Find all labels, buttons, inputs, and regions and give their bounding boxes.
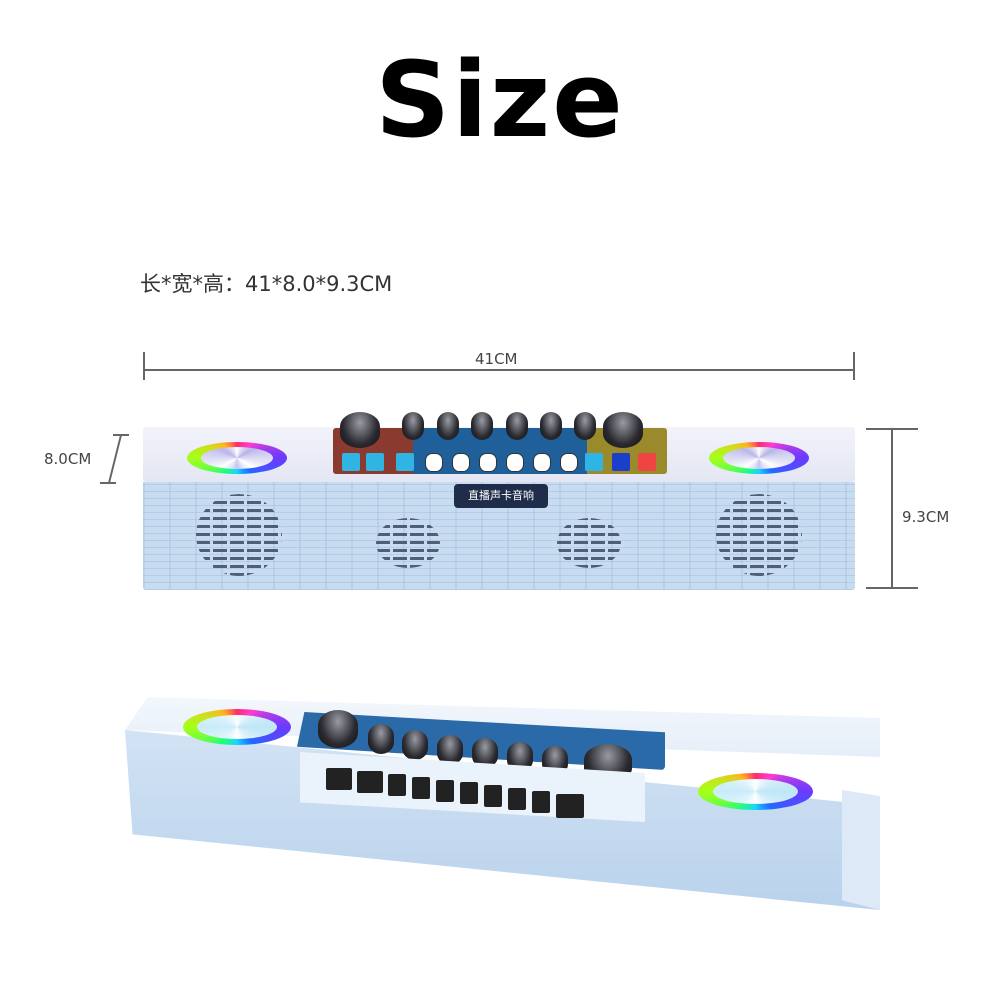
- effect-button[interactable]: [533, 453, 551, 472]
- effect-button[interactable]: [425, 453, 443, 472]
- speaker-grille-icon: [557, 518, 621, 568]
- usb-port[interactable]: [556, 794, 584, 818]
- dimension-spec: 长*宽*高：41*8.0*9.3CM: [140, 272, 393, 296]
- panel-button[interactable]: [396, 453, 414, 471]
- length-dimension-line: [143, 369, 855, 371]
- perspective-end-face: [842, 790, 880, 910]
- audio-jack-port[interactable]: [508, 788, 526, 810]
- panel-button[interactable]: [342, 453, 360, 471]
- rgb-ring-left-icon: [187, 442, 287, 474]
- effect-button[interactable]: [452, 453, 470, 472]
- effect-button[interactable]: [479, 453, 497, 472]
- panel-button[interactable]: [612, 453, 630, 471]
- height-label: 9.3CM: [902, 508, 950, 526]
- length-label: 41CM: [475, 350, 518, 368]
- audio-jack-port[interactable]: [388, 774, 406, 796]
- speaker-grille-icon: [376, 518, 440, 568]
- effect-button[interactable]: [506, 453, 524, 472]
- speaker-grille-icon: [196, 494, 282, 576]
- usb-c-port[interactable]: [326, 768, 352, 790]
- audio-jack-port[interactable]: [484, 785, 502, 807]
- knob-icon[interactable]: [437, 735, 463, 765]
- knob-icon[interactable]: [402, 412, 424, 440]
- knob-icon[interactable]: [471, 412, 493, 440]
- speaker-grille-icon: [716, 494, 802, 576]
- width-dimension-line: [108, 435, 122, 483]
- knob-icon[interactable]: [318, 710, 358, 748]
- height-tick-bottom: [866, 587, 918, 589]
- knob-icon[interactable]: [402, 730, 428, 760]
- page-title: Size: [375, 39, 625, 161]
- width-tick-bottom: [100, 482, 116, 484]
- usb-c-port[interactable]: [357, 771, 383, 793]
- audio-jack-port[interactable]: [460, 782, 478, 804]
- audio-jack-port[interactable]: [532, 791, 550, 813]
- effect-button[interactable]: [560, 453, 578, 472]
- rgb-ring-right-icon: [698, 773, 813, 810]
- knob-icon[interactable]: [368, 724, 394, 754]
- knob-icon[interactable]: [340, 412, 380, 448]
- length-tick-right: [853, 352, 855, 380]
- panel-button[interactable]: [366, 453, 384, 471]
- product-badge: 直播声卡音响: [454, 484, 548, 508]
- panel-button[interactable]: [638, 453, 656, 471]
- audio-jack-port[interactable]: [412, 777, 430, 799]
- rgb-ring-right-icon: [709, 442, 809, 474]
- knob-icon[interactable]: [574, 412, 596, 440]
- knob-icon[interactable]: [540, 412, 562, 440]
- width-label: 8.0CM: [44, 450, 92, 468]
- length-tick-left: [143, 352, 145, 380]
- rgb-ring-left-icon: [183, 709, 291, 745]
- audio-jack-port[interactable]: [436, 780, 454, 802]
- knob-icon[interactable]: [506, 412, 528, 440]
- height-dimension-line: [891, 429, 893, 588]
- knob-icon[interactable]: [603, 412, 643, 448]
- panel-button[interactable]: [585, 453, 603, 471]
- knob-icon[interactable]: [437, 412, 459, 440]
